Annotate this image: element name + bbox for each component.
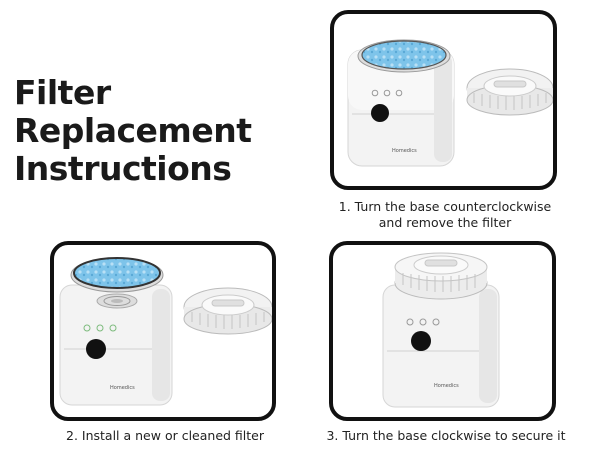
button-3-icon xyxy=(432,318,440,326)
removed-base xyxy=(466,68,553,116)
power-button-icon xyxy=(86,339,106,359)
step-3-panel: Homedics xyxy=(329,241,556,421)
brand-mark: Homedics xyxy=(434,383,459,389)
filter-disc xyxy=(357,39,451,73)
power-button-icon xyxy=(371,104,389,122)
purifier-body xyxy=(59,284,173,406)
button-2-icon xyxy=(419,318,427,326)
attached-base xyxy=(394,252,488,300)
button-3-icon xyxy=(395,89,403,97)
button-2-icon xyxy=(96,324,104,332)
button-1-icon xyxy=(83,324,91,332)
step-2-caption: 2. Install a new or cleaned filter xyxy=(66,428,264,443)
power-button-icon xyxy=(411,331,431,351)
page-title: Filter Replacement Instructions xyxy=(14,74,324,188)
button-1-icon xyxy=(371,89,379,97)
step-3-illustration: Homedics xyxy=(382,252,500,408)
step-1-panel: Homedics xyxy=(330,10,557,190)
title-line-1: Filter Replacement xyxy=(14,73,252,150)
step-1-caption-line-2: and remove the filter xyxy=(378,215,512,230)
step-3-caption: 3. Turn the base clockwise to secure it xyxy=(326,428,566,443)
step-1-illustration: Homedics xyxy=(347,39,553,167)
new-filter-disc xyxy=(70,257,164,293)
step-2-panel: Homedics xyxy=(50,241,276,421)
purifier-body xyxy=(382,284,500,408)
step-2-illustration: Homedics xyxy=(59,257,272,406)
step-1-caption-line-1: 1. Turn the base counterclockwise xyxy=(338,199,552,214)
button-2-icon xyxy=(383,89,391,97)
removed-base xyxy=(183,287,272,335)
fan-grille-icon xyxy=(96,293,138,309)
title-line-2: Instructions xyxy=(14,149,232,188)
button-3-icon xyxy=(109,324,117,332)
step-1-caption: 1. Turn the base counterclockwise and re… xyxy=(320,199,570,231)
brand-mark: Homedics xyxy=(110,385,135,391)
button-1-icon xyxy=(406,318,414,326)
brand-mark: Homedics xyxy=(392,148,417,154)
